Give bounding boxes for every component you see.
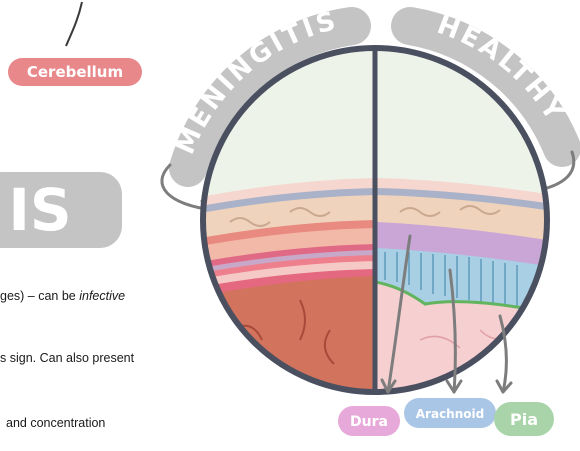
body-line-1: ges) – can be infective <box>0 289 125 303</box>
body-line-1-italic: infective <box>79 289 125 303</box>
pia-tag: Pia <box>494 402 554 436</box>
cerebellum-pointer-line <box>66 2 82 46</box>
dura-label: Dura <box>350 414 388 430</box>
body-line-3: and concentration <box>6 416 105 430</box>
arachnoid-label: Arachnoid <box>416 407 484 421</box>
pia-label: Pia <box>510 410 538 429</box>
cerebellum-label-tag: Cerebellum <box>8 58 142 86</box>
dura-tag: Dura <box>338 406 400 436</box>
title-fragment: IS <box>0 172 122 248</box>
cerebellum-label: Cerebellum <box>27 63 123 81</box>
arachnoid-tag: Arachnoid <box>404 398 496 428</box>
title-fragment-text: IS <box>8 176 71 244</box>
body-line-1-text: ges) – can be <box>0 289 79 303</box>
body-line-2: s sign. Can also present <box>0 351 134 365</box>
